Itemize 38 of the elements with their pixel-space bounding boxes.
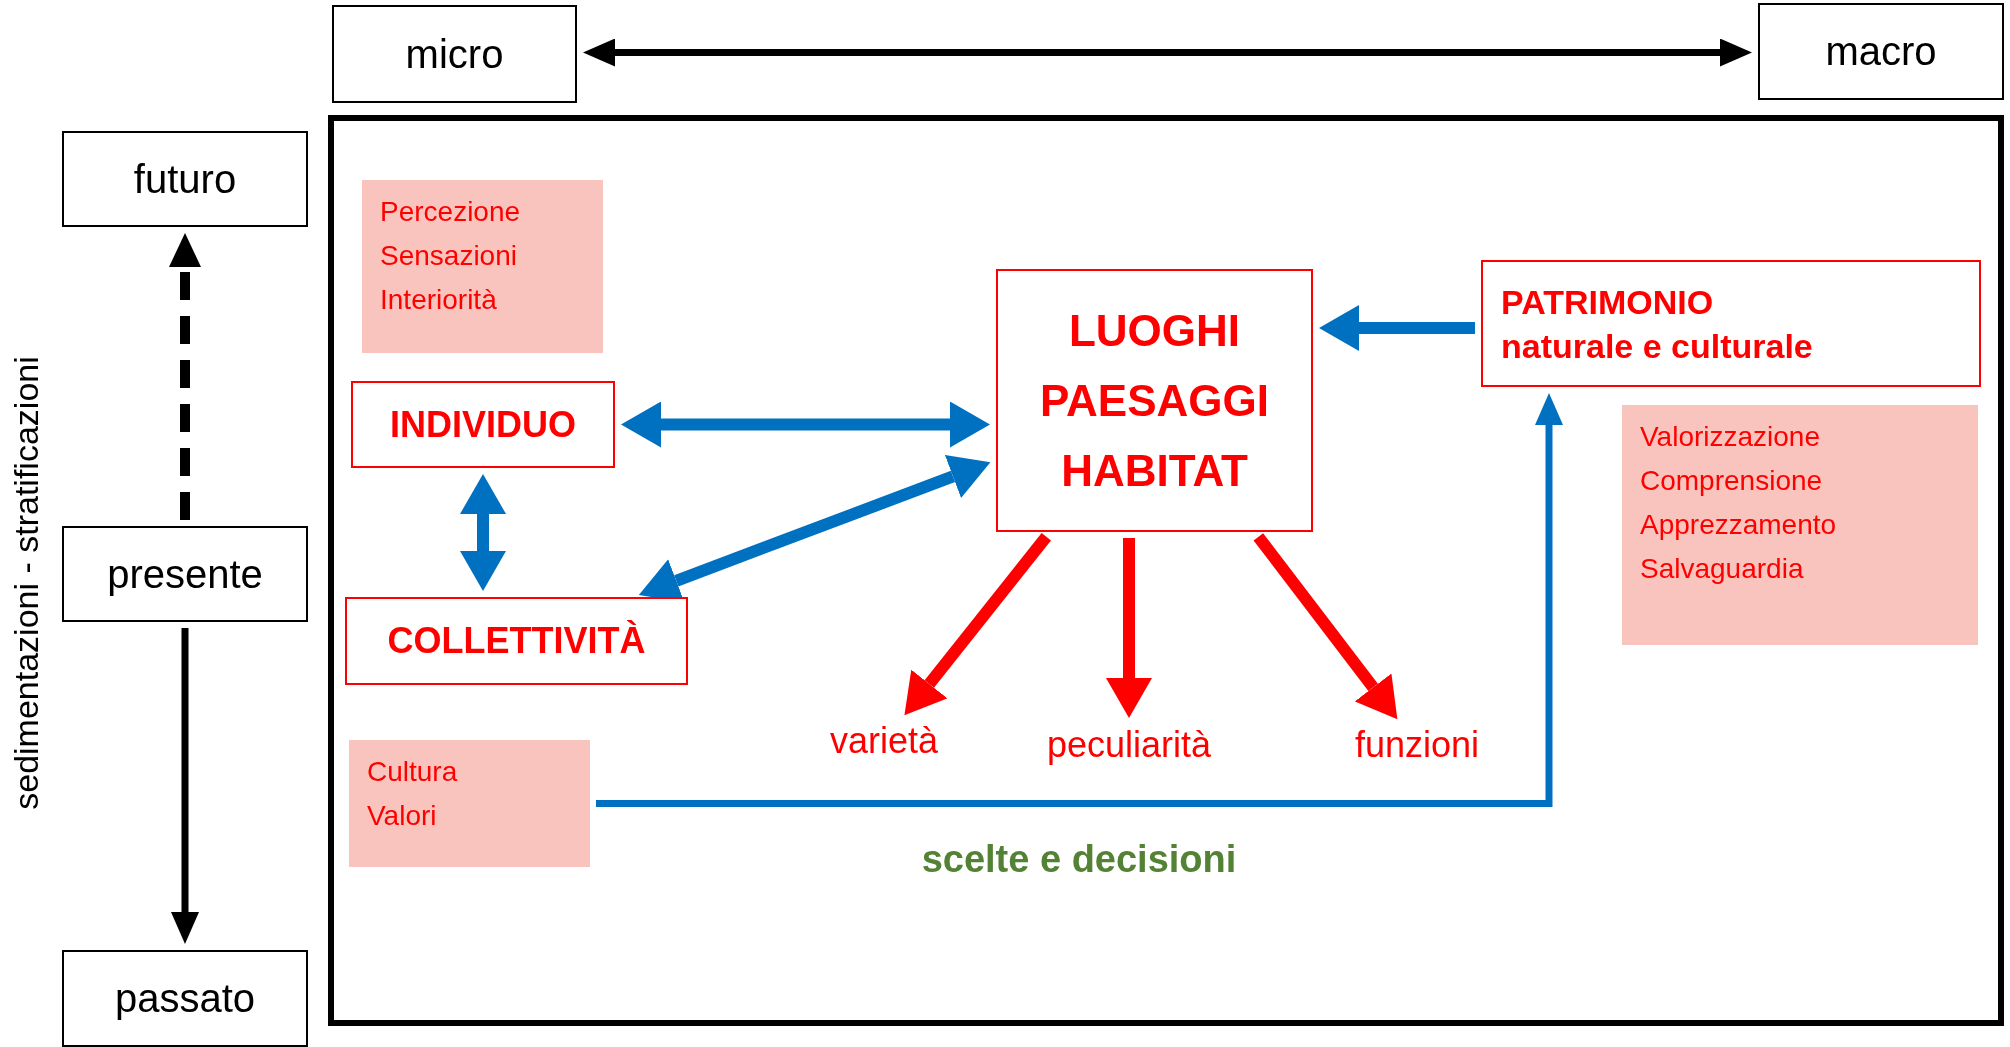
box-label: INDIVIDUO	[390, 402, 576, 447]
outcome-label: peculiarità	[1046, 724, 1212, 766]
box-label: COLLETTIVITÀ	[387, 619, 646, 663]
note-text: Percezione Sensazioni Interiorità	[380, 195, 521, 317]
arrow	[1319, 305, 1475, 351]
box-label: PATRIMONIO	[1501, 281, 1714, 323]
note-text: Valorizzazione Comprensione Apprezzamento Salvaguardia	[1640, 420, 1837, 586]
arrow	[1253, 533, 1398, 720]
box-label: futuro	[133, 156, 237, 202]
concept-box	[345, 597, 688, 685]
arrow	[460, 474, 506, 591]
box-label: naturale e culturale	[1501, 325, 1813, 367]
outcome-label: funzioni	[1354, 724, 1480, 766]
concept-box	[1481, 260, 1981, 387]
time-scale-box	[62, 950, 308, 1047]
arrow	[904, 532, 1051, 716]
arrow	[583, 38, 1752, 67]
note-box	[1622, 405, 1978, 645]
arrow	[169, 233, 201, 520]
frame-box	[328, 115, 2004, 1026]
concept-box	[351, 381, 615, 468]
arrow	[621, 401, 990, 448]
note-box	[349, 740, 590, 867]
box-label: LUOGHI PAESAGGI HABITAT	[1040, 304, 1269, 497]
box-label: micro	[405, 31, 504, 77]
axis-label: sedimentazioni - stratificazioni	[6, 356, 46, 810]
concept-box	[996, 269, 1313, 532]
time-scale-box	[1758, 3, 2004, 100]
box-label: presente	[107, 551, 263, 597]
time-scale-box	[62, 131, 308, 227]
box-label: passato	[114, 976, 256, 1021]
box-label: macro	[1825, 29, 1937, 74]
outcome-label: varietà	[829, 720, 939, 762]
note-text: Cultura Valori	[367, 755, 458, 833]
note-box	[362, 180, 603, 353]
time-scale-box	[62, 526, 308, 622]
arrow	[1106, 538, 1152, 718]
time-scale-box	[332, 5, 577, 103]
